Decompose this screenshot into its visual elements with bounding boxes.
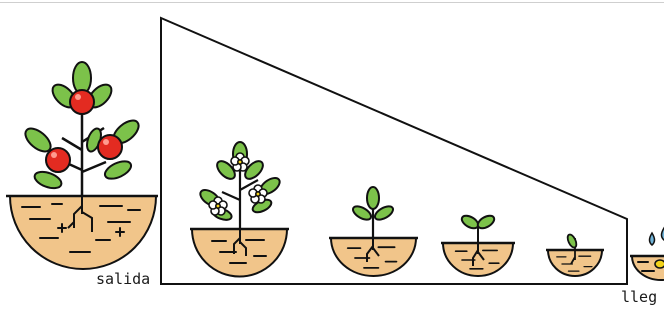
start-label: salida (96, 270, 151, 288)
tomato-fruit-icon (45, 89, 123, 173)
seedling (441, 214, 515, 277)
young-plant (329, 186, 418, 277)
water-drop-icon (648, 226, 664, 246)
top-border (0, 2, 664, 3)
seed-icon (654, 259, 664, 269)
seed (630, 226, 664, 281)
fruiting-plant (6, 61, 158, 270)
leaf-icon (566, 233, 578, 249)
decline-wedge (160, 16, 628, 285)
soil-mound (8, 195, 158, 270)
end-label: lleg (621, 288, 658, 306)
leaf-icon (460, 214, 496, 230)
sprout (546, 233, 604, 277)
flowering-plant (190, 141, 289, 278)
flower-icon (208, 152, 268, 216)
leaf-icon (351, 186, 395, 221)
